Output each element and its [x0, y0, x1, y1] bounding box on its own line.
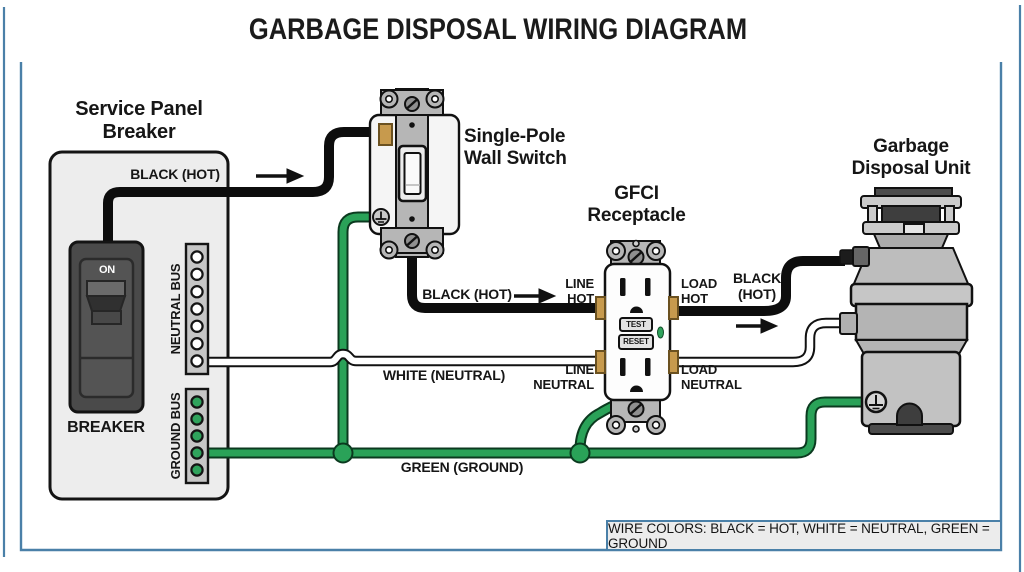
- gfci-load-hot-label: LOAD HOT: [681, 276, 718, 306]
- garbage-disposal-label: Garbage Disposal Unit: [851, 136, 971, 179]
- reset-button: [618, 334, 654, 350]
- ground-bus-label: GROUND BUS: [167, 392, 183, 480]
- mounting-ear-icon: [379, 89, 445, 260]
- black-hot-wire: [103, 127, 845, 316]
- wall-switch: [368, 88, 461, 260]
- power-plug-icon: [852, 246, 870, 267]
- gfci-line-hot-label: LINE HOT: [565, 276, 594, 306]
- ground-screw-icon: [372, 208, 390, 226]
- brass-terminal: [595, 296, 679, 374]
- gfci-label: GFCI Receptacle: [587, 183, 686, 226]
- neutral-bus-bar: [184, 242, 210, 376]
- white-neutral-wire-label: WHITE (NEUTRAL): [382, 367, 506, 383]
- breaker-on-label: ON: [98, 264, 116, 276]
- ground-bus-bar: [184, 387, 210, 485]
- garbage-disposal: [839, 187, 974, 435]
- breaker-label: BREAKER: [67, 419, 145, 436]
- legend-text: WIRE COLORS: BLACK = HOT, WHITE = NEUTRA…: [608, 520, 990, 551]
- junction-dot: [332, 442, 354, 464]
- green-ground-wire-label: GREEN (GROUND): [400, 459, 524, 475]
- green-ground-wire: [203, 211, 866, 459]
- screw-icon: [404, 96, 420, 249]
- ground-screw-icon: [864, 390, 888, 414]
- panel-black-hot-label: BLACK (HOT): [130, 166, 220, 182]
- white-neutral-wire: [203, 317, 842, 368]
- gfci-reset-label: RESET: [623, 337, 649, 346]
- wall-switch-label: Single-Pole Wall Switch: [464, 126, 567, 169]
- gfci-led-icon: [657, 326, 664, 339]
- test-button: [619, 317, 653, 332]
- gfci-line-neutral-label: LINE NEUTRAL: [533, 362, 594, 392]
- gfci-load-neutral-label: LOAD NEUTRAL: [681, 362, 742, 392]
- switch-toggle: [403, 152, 422, 195]
- diagram-title: GARBAGE DISPOSAL WIRING DIAGRAM: [248, 13, 748, 46]
- neutral-terminal: [839, 312, 858, 335]
- power-plug-icon: [839, 249, 855, 265]
- mounting-ear-icon: [606, 241, 666, 435]
- inner-frame: [19, 62, 1003, 552]
- outlet-slots-icon: [620, 278, 651, 392]
- service-panel-label: Service Panel Breaker: [75, 98, 203, 143]
- gfci-receptacle: [595, 239, 679, 435]
- gfci-to-disposal-wire-label: BLACK (HOT): [733, 270, 781, 302]
- brass-terminal: [378, 123, 393, 146]
- switch-to-gfci-wire-label: BLACK (HOT): [422, 286, 512, 302]
- outer-frame: [2, 5, 1022, 572]
- breaker-switch: [68, 240, 145, 414]
- gfci-test-label: TEST: [626, 319, 646, 329]
- wire-colors-legend: WIRE COLORS: BLACK = HOT, WHITE = NEUTRA…: [606, 520, 1002, 551]
- neutral-bus-label: NEUTRAL BUS: [167, 263, 183, 355]
- screw-icon: [627, 248, 645, 418]
- flow-arrow-icon: [256, 168, 779, 334]
- junction-dot: [569, 442, 591, 464]
